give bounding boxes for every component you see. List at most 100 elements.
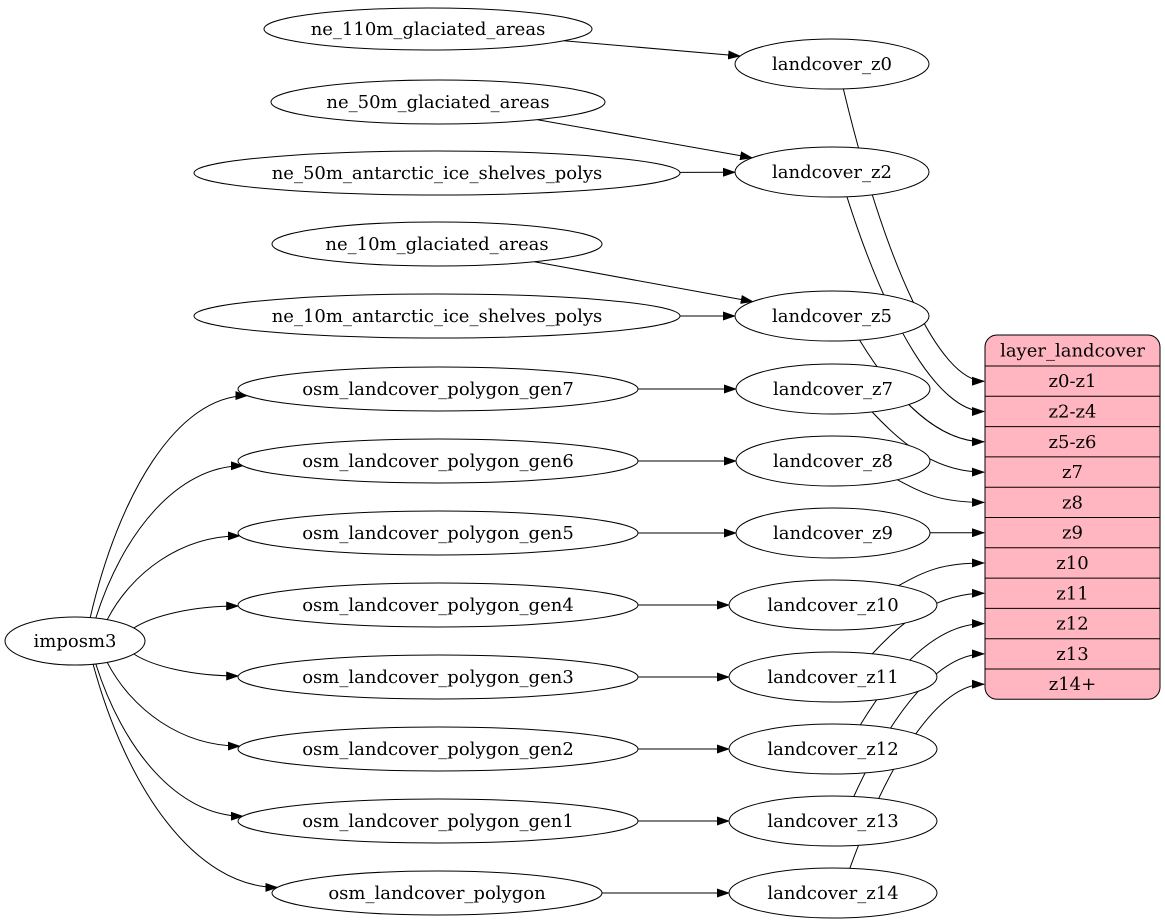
node-ellipse: [272, 222, 602, 266]
node-ellipse: [735, 39, 929, 89]
node-ellipse: [729, 724, 937, 774]
node-label: landcover_z11: [767, 667, 898, 688]
node-landcover_z14: landcover_z14: [729, 868, 937, 918]
node-label: osm_landcover_polygon_gen2: [302, 739, 574, 760]
node-ellipse: [735, 291, 929, 341]
edge-ne_50m_glaciated_areas-to-landcover_z2: [537, 119, 754, 161]
node-landcover_z13: landcover_z13: [729, 796, 937, 846]
edge-imposm3-to-osm_landcover_polygon_gen2: [106, 662, 241, 751]
node-label: landcover_z9: [773, 523, 893, 544]
node-ellipse: [194, 151, 680, 195]
table-row-z2-z4: z2-z4: [1049, 402, 1097, 423]
node-landcover_z7: landcover_z7: [736, 364, 930, 414]
node-ellipse: [264, 8, 592, 50]
node-landcover_z9: landcover_z9: [736, 508, 930, 558]
edge-landcover_z5-to-layer_landcover-row-z5-z6: [859, 339, 985, 447]
node-ellipse: [238, 511, 638, 555]
node-osm_landcover_polygon_gen5: osm_landcover_polygon_gen5: [238, 511, 638, 555]
edge-imposm3-to-osm_landcover_polygon_gen1: [95, 663, 244, 821]
edge-landcover_z12-to-layer_landcover-row-z12: [859, 619, 985, 726]
node-ellipse: [736, 508, 930, 558]
node-label: osm_landcover_polygon_gen7: [302, 379, 574, 400]
node-label: osm_landcover_polygon_gen3: [302, 667, 574, 688]
node-ellipse: [729, 868, 937, 918]
node-label: ne_50m_glaciated_areas: [326, 92, 549, 113]
edge-imposm3-to-osm_landcover_polygon_gen5: [106, 531, 241, 620]
edge-imposm3-to-osm_landcover_polygon: [92, 664, 279, 892]
table-row-z13: z13: [1056, 644, 1088, 665]
node-label: landcover_z5: [772, 306, 892, 327]
table-row-z7: z7: [1062, 462, 1083, 483]
node-landcover_z11: landcover_z11: [729, 652, 937, 702]
edge-imposm3-to-osm_landcover_polygon_gen7: [89, 391, 249, 618]
node-label: landcover_z10: [767, 595, 898, 616]
table-row-z12: z12: [1056, 614, 1088, 635]
edge-imposm3-to-osm_landcover_polygon_gen4: [133, 601, 240, 629]
node-label: imposm3: [34, 631, 117, 652]
node-ellipse: [238, 727, 638, 771]
node-osm_landcover_polygon_gen6: osm_landcover_polygon_gen6: [238, 439, 638, 483]
edge-ne_110m_glaciated_areas-to-landcover_z0: [563, 40, 742, 60]
node-osm_landcover_polygon: osm_landcover_polygon: [272, 871, 602, 915]
node-landcover_z0: landcover_z0: [735, 39, 929, 89]
node-label: landcover_z0: [772, 54, 892, 75]
node-label: osm_landcover_polygon_gen1: [302, 811, 574, 832]
table-row-z8: z8: [1062, 492, 1083, 513]
table-title: layer_landcover: [1000, 341, 1145, 362]
node-osm_landcover_polygon_gen4: osm_landcover_polygon_gen4: [238, 583, 638, 627]
node-ellipse: [194, 294, 680, 338]
node-ellipse: [238, 583, 638, 627]
node-label: osm_landcover_polygon_gen5: [302, 523, 574, 544]
node-landcover_z2: landcover_z2: [735, 147, 929, 197]
node-label: landcover_z14: [767, 883, 898, 904]
node-osm_landcover_polygon_gen3: osm_landcover_polygon_gen3: [238, 655, 638, 699]
node-label: osm_landcover_polygon: [328, 883, 546, 904]
table-row-z11: z11: [1056, 583, 1088, 604]
node-landcover_z12: landcover_z12: [729, 724, 937, 774]
node-ellipse: [272, 871, 602, 915]
table-row-z9: z9: [1062, 523, 1083, 544]
node-label: ne_10m_glaciated_areas: [325, 234, 548, 255]
node-ne_50m_antarctic_ice_shelves_polys: ne_50m_antarctic_ice_shelves_polys: [194, 151, 680, 195]
node-osm_landcover_polygon_gen1: osm_landcover_polygon_gen1: [238, 799, 638, 843]
table-row-z0-z1: z0-z1: [1049, 371, 1097, 392]
node-landcover_z8: landcover_z8: [736, 436, 930, 486]
edge-ne_10m_glaciated_areas-to-landcover_z5: [534, 261, 754, 304]
node-label: landcover_z7: [773, 379, 893, 400]
node-ellipse: [238, 799, 638, 843]
node-ne_10m_glaciated_areas: ne_10m_glaciated_areas: [272, 222, 602, 266]
node-ellipse: [729, 580, 937, 630]
table-row-z5-z6: z5-z6: [1049, 432, 1097, 453]
node-ellipse: [238, 655, 638, 699]
node-ellipse: [736, 364, 930, 414]
node-label: osm_landcover_polygon_gen4: [302, 595, 574, 616]
node-label: ne_50m_antarctic_ice_shelves_polys: [272, 163, 603, 184]
node-ellipse: [238, 439, 638, 483]
node-landcover_z10: landcover_z10: [729, 580, 937, 630]
node-ellipse: [271, 80, 605, 124]
node-label: landcover_z12: [767, 739, 898, 760]
edge-imposm3-to-osm_landcover_polygon_gen6: [95, 461, 244, 619]
edge-landcover_z2-to-layer_landcover-row-z2-z4: [846, 196, 985, 416]
edge-landcover_z10-to-layer_landcover-row-z10: [898, 558, 985, 587]
table-row-z10: z10: [1056, 553, 1088, 574]
node-ellipse: [238, 367, 638, 411]
node-ne_110m_glaciated_areas: ne_110m_glaciated_areas: [264, 8, 592, 50]
node-ne_10m_antarctic_ice_shelves_polys: ne_10m_antarctic_ice_shelves_polys: [194, 294, 680, 338]
table-row-z14+: z14+: [1049, 674, 1096, 695]
table-layer_landcover: layer_landcover z0-z1 z2-z4 z5-z6 z7 z8 z9 z10 z…: [985, 335, 1160, 699]
node-label: ne_110m_glaciated_areas: [311, 19, 546, 40]
node-ellipse: [735, 147, 929, 197]
node-ellipse: [729, 652, 937, 702]
node-ellipse: [736, 436, 930, 486]
edge-landcover_z8-to-layer_landcover-row-z8: [897, 479, 985, 507]
node-osm_landcover_polygon_gen2: osm_landcover_polygon_gen2: [238, 727, 638, 771]
node-ellipse: [729, 796, 937, 846]
node-label: landcover_z2: [772, 162, 892, 183]
edge-imposm3-to-osm_landcover_polygon_gen3: [133, 653, 240, 681]
node-label: landcover_z8: [773, 451, 893, 472]
node-label: osm_landcover_polygon_gen6: [302, 451, 574, 472]
node-osm_landcover_polygon_gen7: osm_landcover_polygon_gen7: [238, 367, 638, 411]
